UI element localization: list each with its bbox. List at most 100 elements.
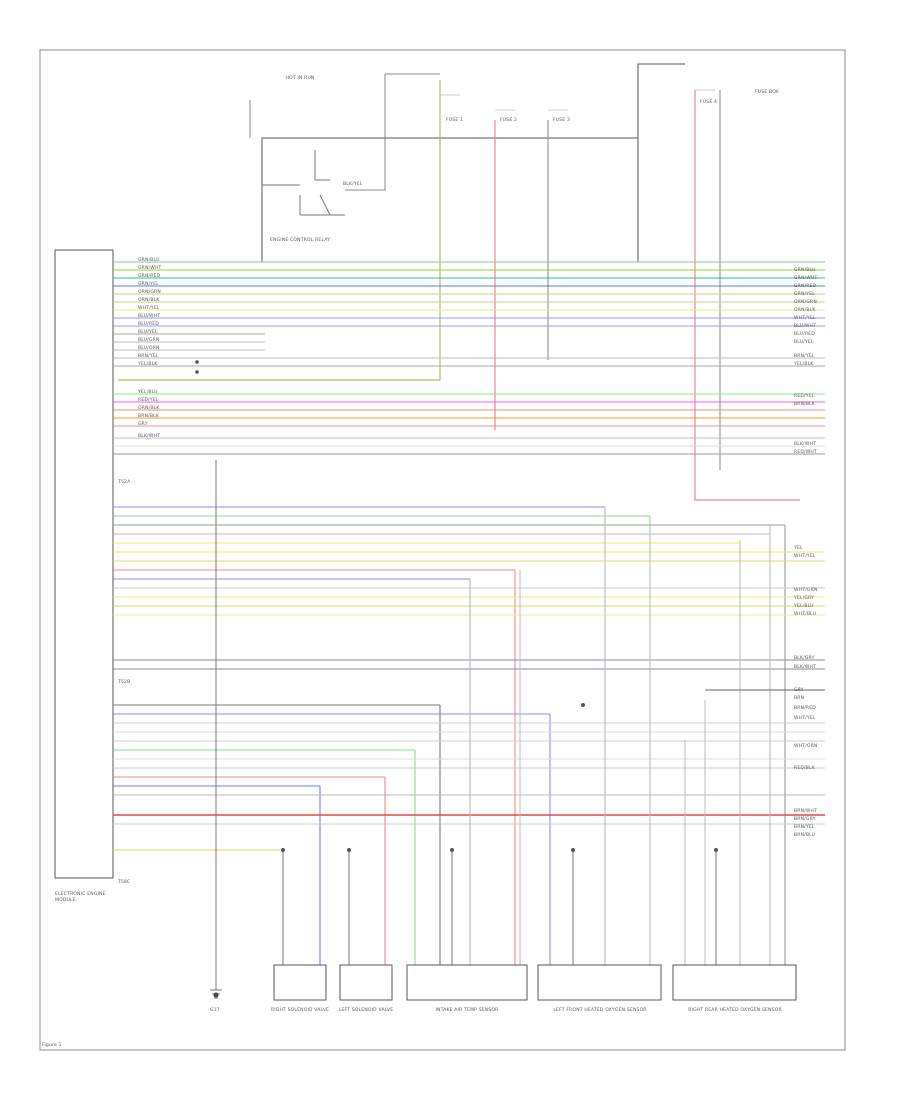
page-ref-text: Figure 1 [42,1043,62,1048]
intake-air-label: INTAKE AIR TEMP SENSOR [435,1008,499,1013]
fuse4-wire [694,90,800,501]
fuse-2-text: FUSE 2 [500,118,518,123]
connector-a-text: T52A [118,480,131,485]
left-wire-label: GRN/RED [138,274,161,279]
fuse-label-2: FUSE 2 [500,118,517,124]
right-wire-label: BRN/BLK [794,402,816,407]
right-wire-label: BRN/GRY [794,817,816,822]
left-wire-label: GRN/WHT [138,266,162,271]
fuse-1-text: FUSE 1 [446,118,464,123]
splice-dot [450,848,454,852]
right-wire-label: GRN/WHT [794,276,818,281]
splice-dot [714,848,718,852]
connector-c-text: T58C [118,880,131,885]
right-wire-label: ORN/BLK [794,308,816,313]
relay-name-label: ENGINE CONTROL RELAY [270,238,331,243]
right-wire-label: BLK/WHT [794,442,817,447]
fuse-box-label: FUSE BOX [755,90,779,96]
splice-dot [347,848,351,852]
relay-wire-color: BLK/YEL [343,182,363,187]
right-wire-label: YEL [794,546,803,551]
right-wire-label: BRN/BLU [794,833,816,838]
right-wire-label: BLU/YEL [794,340,814,345]
diagram-frame [39,49,846,1051]
left-wire-label: BLU/ORN [138,346,160,351]
relay-lines [314,150,330,181]
fuse-label-4: FUSE 4 [700,100,717,106]
right-wire-label: WHT/YEL [794,554,816,559]
left-wire-label: ORN/BLK [138,298,160,303]
component-label-4: LEFT FRONT HEATED OXYGEN SENSOR [552,1008,648,1014]
right-rear-o2-label: RIGHT REAR HEATED OXYGEN SENSOR [688,1008,782,1013]
right-wire-label: YEL/GRY [794,596,815,601]
left-wire-label: ORN/BLK [138,406,160,411]
right-wire-label: WHT/GRN [794,744,818,749]
left-wire-label: BLK/WHT [138,434,161,439]
relay-label: HOT IN RUN [270,76,330,82]
right-wire-label: BRN/WHT [794,809,818,814]
fuse1-wire [118,80,441,381]
right-wire-label: BRN/YEL [794,825,815,830]
left-wire-label: BLU/YEL [138,330,158,335]
left-wire-label: BRN/BLK [138,414,160,419]
wire-group-2 [113,506,825,965]
relay-switch [262,184,345,216]
wire-group-3 [113,507,825,965]
left-solenoid-label: LEFT SOLENOID VALVE [338,1008,394,1013]
left-wire-label: YEL/BLK [138,362,158,367]
right-wire-label: BRN [794,696,805,701]
right-wire-label: RED/WHT [794,450,817,455]
component-left-solenoid [339,964,393,1001]
right-wire-label: BRN/RED [794,706,816,711]
right-wire-label: BRN/YEL [794,354,815,359]
left-wire-label: GRN/YEL [138,282,159,287]
splice-dot [571,848,575,852]
fuse-4-text: FUSE 4 [700,100,718,105]
component-label-2: LEFT SOLENOID VALVE [334,1008,398,1014]
component-right-solenoid [273,964,327,1001]
relay-wire-label: BLK/YEL [343,182,363,188]
left-wire-label: WHT/YEL [138,306,160,311]
left-wire-label: YEL/BLU [138,390,158,395]
left-wire-label: BLU/WHT [138,314,161,319]
engine-module-box [54,249,114,879]
right-wire-label: GRN/BLU [794,268,816,273]
hot-in-run-label: HOT IN RUN [285,76,315,81]
ground-label-text: G17 [210,1008,220,1013]
splice-dot [281,848,285,852]
module-label: ELECTRONIC ENGINE MODULE [55,892,115,904]
right-wire-label: BLU/WHT [794,324,817,329]
relay-wire-1 [345,74,386,191]
connector-b-text: T52B [118,680,131,685]
connector-label-c: T58C [118,880,130,886]
component-intake-air-sensor [406,964,528,1001]
connector-label-a: T52A [118,480,130,486]
component-label-3: INTAKE AIR TEMP SENSOR [420,1008,514,1014]
left-wire-label: BRN/YEL [138,354,159,359]
top-right-bracket [637,63,685,262]
right-wire-label: BLK/WHT [794,665,817,670]
right-wire-label: YEL/BLK [794,362,814,367]
right-wire-label: WHT/YEL [794,716,816,721]
fuse-labels-line [440,89,715,111]
right-wire-label: GRN/YEL [794,292,815,297]
component-label-1: RIGHT SOLENOID VALVE [268,1008,332,1014]
splice-dot [195,370,199,374]
component-left-front-o2 [537,964,662,1001]
ground-label: G17 [210,1008,220,1014]
left-wire-label: BLU/RED [138,322,160,327]
right-wire-label: RED/BLK [794,766,815,771]
splice-dot [195,360,199,364]
page-ref: Figure 1 [42,1043,62,1049]
right-wire-label: GRN/RED [794,284,817,289]
fuse-box-text: FUSE BOX [755,90,779,95]
right-wire-label: RED/YEL [794,394,815,399]
left-wire-label: GRY [138,422,148,427]
right-wire-label: WHT/BLU [794,612,817,617]
fuse-label-1: FUSE 1 [446,118,463,124]
left-front-o2-label: LEFT FRONT HEATED OXYGEN SENSOR [553,1008,647,1013]
wire-group-1 [113,261,825,455]
right-wire-label: GRY [794,688,804,693]
